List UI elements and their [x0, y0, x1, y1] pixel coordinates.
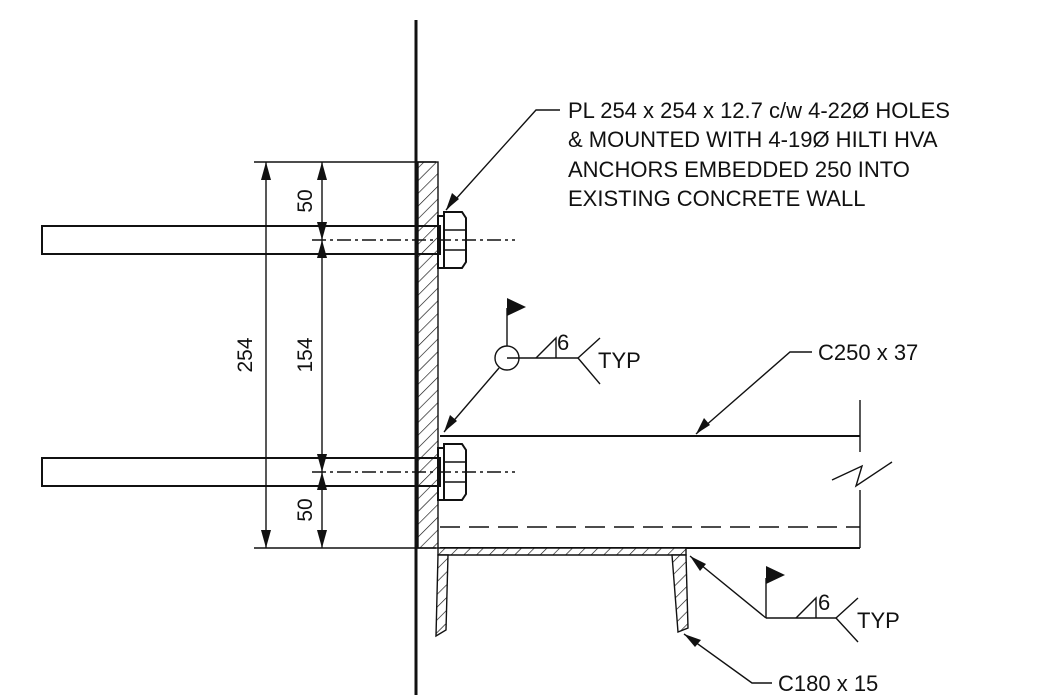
label-channel-small-text: C180 x 15: [778, 671, 878, 695]
weld-symbol-upper: 6 TYP: [443, 298, 641, 433]
weld-lower-size: 6: [818, 590, 830, 615]
weld-upper-note: TYP: [598, 348, 641, 373]
field-weld-flag-icon: [507, 298, 526, 316]
anchor-lower: [41, 443, 515, 501]
dimension-middle-label: 154: [294, 337, 317, 372]
channel-c250: [440, 400, 893, 549]
dimension-top-edge-label: 50: [294, 189, 317, 212]
channel-c180: [435, 547, 689, 638]
dimension-bottom-edge-label: 50: [294, 498, 317, 521]
label-channel-main: C250 x 37: [695, 340, 918, 435]
dimension-overall-label: 254: [234, 337, 257, 372]
label-channel-small: C180 x 15: [683, 633, 878, 695]
plate-note-line-2: & MOUNTED WITH 4-19Ø HILTI HVA: [568, 127, 938, 152]
base-plate: [417, 161, 439, 549]
weld-symbol-lower: 6 TYP: [689, 555, 900, 643]
dimension-extension-lines: [254, 161, 436, 549]
anchor-upper: [41, 211, 515, 269]
label-channel-main-text: C250 x 37: [818, 340, 918, 365]
plate-note-line-1: PL 254 x 254 x 12.7 c/w 4-22Ø HOLES: [568, 98, 950, 123]
weld-lower-note: TYP: [857, 608, 900, 633]
plate-note-line-3: ANCHORS EMBEDDED 250 INTO: [568, 157, 910, 182]
weld-upper-size: 6: [557, 330, 569, 355]
dimension-middle-chain: 50 154 50: [294, 162, 327, 548]
field-weld-flag-icon: [766, 566, 785, 584]
dimension-overall: 254: [234, 162, 271, 548]
plate-note-line-4: EXISTING CONCRETE WALL: [568, 186, 865, 211]
plate-note: PL 254 x 254 x 12.7 c/w 4-22Ø HOLES & MO…: [445, 98, 950, 211]
